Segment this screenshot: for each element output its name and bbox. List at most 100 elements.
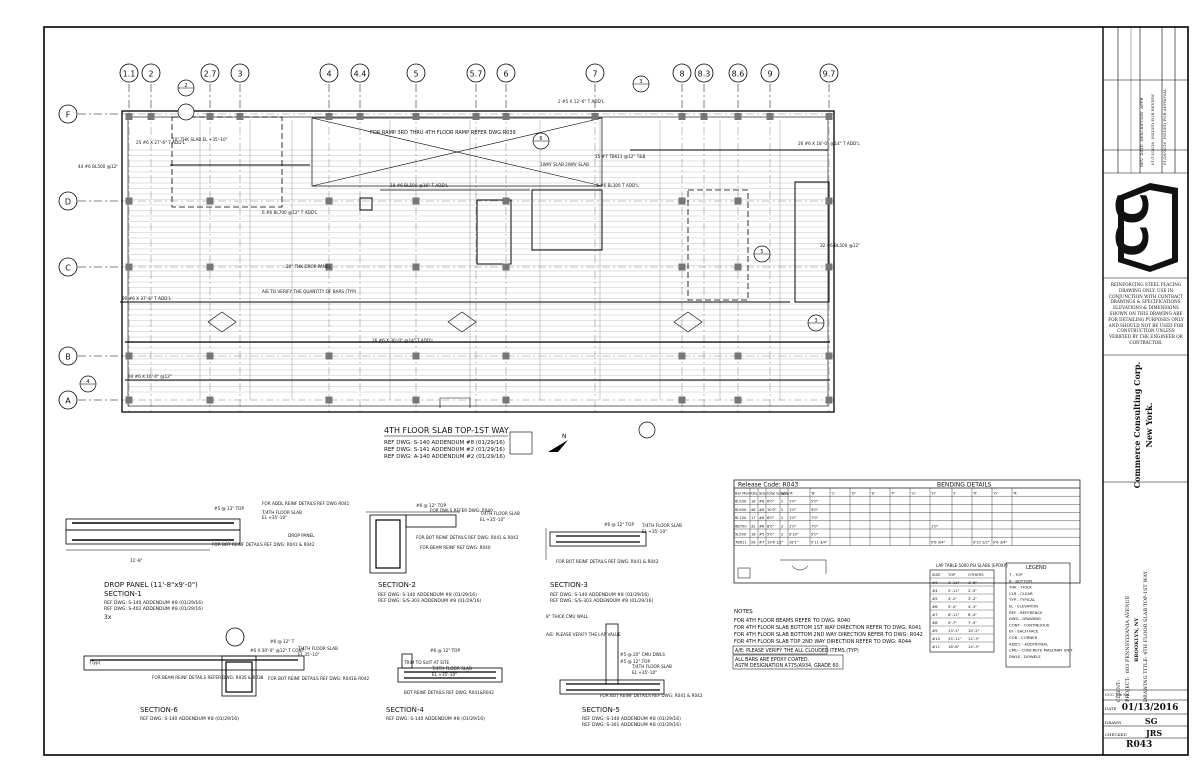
sheet-number: R043	[1126, 740, 1153, 750]
grid-bubble	[58, 346, 78, 366]
table-cell: 2	[781, 508, 783, 512]
lap-cell: 15'-11"	[948, 636, 962, 641]
table-cell: 1'0"	[789, 500, 797, 504]
table-header: 'B'	[811, 492, 815, 496]
legend-item: TYP - TYPICAL	[1008, 597, 1036, 602]
checked-label: CHECKED	[1105, 732, 1127, 737]
table-header: 'D'	[851, 492, 856, 496]
grid-bubble	[466, 63, 486, 83]
column	[125, 352, 133, 360]
section-ref: REF DWG: S-140 ADDENDUM #8 (01/29/16)	[140, 716, 239, 722]
column	[412, 263, 420, 271]
column	[325, 113, 333, 120]
section-mark-number: 3	[639, 79, 642, 85]
column-box	[359, 197, 373, 211]
section-ref: REF DWG: S-402 ADDENDUM #8 (01/29/16)	[104, 606, 203, 612]
rebar-lines	[120, 120, 830, 400]
dimension-line	[439, 397, 471, 408]
table-header: 'O'	[993, 492, 998, 496]
plan-ref: REF DWG: S-141 ADDENDUM #2 (01/29/16)	[384, 447, 505, 453]
release-code: Release Code: R043	[738, 482, 798, 489]
grid-bubble	[496, 63, 516, 83]
section-annotation: #5 @ 13" TOP	[214, 506, 244, 511]
column	[591, 113, 599, 120]
column	[206, 263, 214, 271]
grid-bubble	[406, 63, 426, 83]
column	[734, 113, 742, 120]
section-4	[397, 653, 503, 683]
legend-item: ADD'L - ADDITIONAL	[1009, 641, 1049, 646]
table-cell: 0'10 1/2"	[973, 541, 990, 545]
grid-bubble	[230, 63, 250, 83]
section-annotation: T/4TH FLOOR SLAB	[297, 646, 338, 651]
table-header: 'F'	[891, 492, 895, 496]
client-label: CLIENT:	[1116, 680, 1122, 702]
table-header: Bar Mark	[735, 492, 752, 496]
project-location: BROOKLYN, NY	[1134, 617, 1140, 662]
grid-bubble	[58, 390, 78, 410]
column	[502, 263, 510, 271]
ramp-note: FOR RAMP 3RD THRU 4TH FLOOR RAMP REFER D…	[370, 130, 516, 136]
lap-cell: 3'-2"	[968, 596, 977, 601]
sheet-border	[43, 26, 1189, 756]
section-annotation: EL.35'-10"	[298, 652, 320, 657]
section-title: SECTION-5	[582, 706, 620, 714]
company-block: Commerce Consulting Corp. New York.	[1131, 345, 1161, 505]
column	[502, 113, 510, 120]
rebar-callout: 44 #6 BL500 @12"	[78, 164, 118, 169]
column	[325, 396, 333, 404]
section-annotation: FOR BOT REINF DETAILS REF DWG: R041 & R0…	[416, 535, 519, 540]
lap-table-title: LAP TABLE-5000 PSI SLABS (EPOXY)	[936, 563, 1008, 568]
grid-bubble	[200, 63, 220, 83]
svg-text:CC: CC	[1108, 192, 1159, 257]
title-block	[1103, 27, 1188, 739]
note-epoxy: ALL BARS ARE EPOXY COATED.	[735, 657, 809, 663]
rebar-callout: 6 #6 BL700 @12" T ADD'L	[262, 210, 318, 215]
column	[125, 263, 133, 271]
table-cell: #6	[759, 508, 765, 512]
table-header: 'H'	[931, 492, 936, 496]
column	[825, 263, 833, 271]
note-line: FOR 4TH FLOOR SLAB TOP 2ND WAY DIRECTION…	[734, 639, 911, 645]
table-cell: 1'0"	[789, 508, 797, 512]
lap-cell: 4'-3"	[968, 604, 977, 609]
drop-panel-area	[687, 189, 749, 301]
legend-item: DWG - DRAWING	[1009, 616, 1041, 621]
rebar-callout: 26 #6 X 18'-0" @14" T ADD'L	[798, 141, 860, 146]
rev-header: APPR	[1139, 97, 1144, 109]
ramp-opening	[311, 117, 603, 187]
table-header: Qty	[751, 492, 758, 496]
rev-desc: ISSUED FOR APPROVAL	[1162, 88, 1167, 140]
drop-panel-area	[171, 116, 283, 208]
column	[502, 197, 510, 205]
lap-cell: #10	[932, 636, 941, 641]
lap-cell: 5'-5"	[948, 604, 957, 609]
plan-ref: REF DWG: A-140 ADDENDUM #2 (01/29/16)	[384, 454, 505, 460]
drop-panel-mark	[447, 311, 477, 333]
grid-label: 8.6	[732, 70, 745, 79]
notes-title: NOTES	[734, 609, 753, 615]
lap-cell: 9'-7"	[948, 620, 957, 625]
column	[825, 113, 833, 120]
grid-label: 2	[148, 70, 153, 79]
note-epoxy: ASTM DESIGNATION A775/A934, GRADE 60.	[735, 663, 840, 669]
legend-item: T - TOP	[1008, 572, 1023, 577]
revision-row-2: 01/29/2016 ISSUED FOR APPROVAL	[1162, 25, 1172, 165]
lap-header: OTHERS	[968, 572, 984, 577]
disclaimer: REINFORCING STEEL PLACING DRAWING ONLY. …	[1108, 282, 1184, 345]
note-line: FOR 4TH FLOOR SLAB BOTTOM 2ND WAY DIRECT…	[734, 632, 923, 638]
section-title: SECTION-4	[386, 706, 424, 714]
note-verify-box	[732, 645, 828, 655]
section-mark-number: 2	[184, 83, 187, 89]
section-title: SECTION-6	[140, 706, 178, 714]
section-annotation: 8" THICK CMU WALL	[546, 614, 589, 619]
section-annotation: BOT REINF DETAILS REF DWG: R041&R042	[404, 690, 494, 695]
plan-title-block: 4TH FLOOR SLAB TOP-1ST WAY REF DWG: S-14…	[384, 426, 568, 460]
lap-cell: 12'-3"	[968, 636, 980, 641]
lap-cell: 4'-2"	[948, 596, 957, 601]
grid-label: 5.7	[470, 70, 483, 79]
section-mark-number: 3	[814, 318, 817, 324]
column	[678, 396, 686, 404]
